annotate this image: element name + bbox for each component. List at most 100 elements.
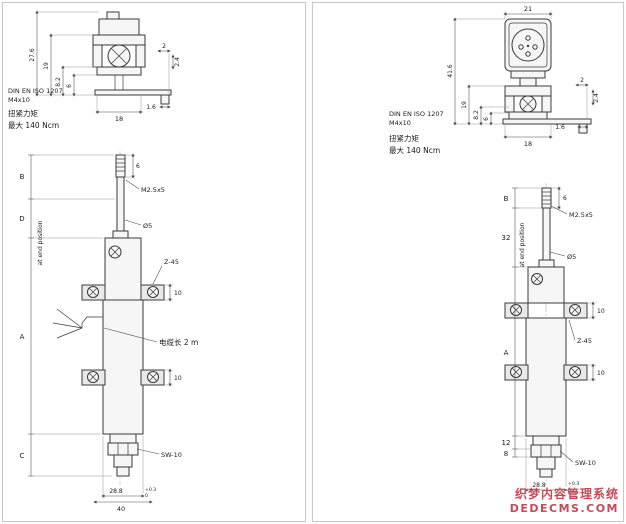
connector-neck xyxy=(519,77,537,87)
dim-2-4: 2.4 xyxy=(174,57,181,67)
tolerance-upper: +0.3 xyxy=(145,487,156,493)
label-thread: M2.5x5 xyxy=(569,211,593,219)
end-tip xyxy=(113,454,133,468)
head-left-plate xyxy=(92,44,103,68)
sensor-tube xyxy=(525,317,567,437)
head-right-plate xyxy=(135,44,146,68)
dim-10-upper: 10 xyxy=(597,308,605,315)
dim-B: B xyxy=(20,173,25,181)
dim-8-2: 8.2 xyxy=(473,110,480,120)
thread-stud xyxy=(115,154,126,178)
sensor-tube xyxy=(102,299,144,435)
head-tab xyxy=(160,94,170,105)
tube-step xyxy=(109,433,137,444)
dim-6-top: 6 xyxy=(66,84,73,88)
left-sensor-dimensions: 6 M2.5x5 Ø5 Z-45 10 电缆长 2 m 10 SW-10 xyxy=(19,153,198,513)
note-torque-cn: 扭紧力矩 xyxy=(389,133,419,143)
left-notes: DIN EN ISO 1207 M4x10 扭紧力矩 最大 140 Ncm xyxy=(8,87,63,130)
watermark-domain: DEDECMS.COM xyxy=(509,501,619,515)
head-lower-plate xyxy=(96,66,142,76)
dim-B: B xyxy=(504,195,509,203)
note-torque-value: 最大 140 Ncm xyxy=(8,120,59,130)
dim-6-stud: 6 xyxy=(563,195,567,202)
tolerance-upper: +0.3 xyxy=(568,481,579,487)
connector-pin xyxy=(525,51,531,57)
label-end-position: at end position xyxy=(37,220,44,265)
rod-collar xyxy=(538,259,555,268)
dim-D: D xyxy=(19,215,24,223)
dim-19: 19 xyxy=(461,101,468,109)
note-din: DIN EN ISO 1207 xyxy=(8,87,63,95)
connector-flange xyxy=(510,70,546,79)
dim-18: 18 xyxy=(115,115,123,123)
cable xyxy=(81,316,103,328)
label-end-position: at end position xyxy=(519,222,526,267)
head-right-plate xyxy=(541,95,552,113)
dim-19: 19 xyxy=(43,62,50,70)
connector-pin xyxy=(532,44,538,50)
hex-nut xyxy=(107,442,139,456)
dim-27-6: 27.6 xyxy=(29,48,36,62)
dim-A: A xyxy=(504,349,509,357)
right-sensor-body xyxy=(504,183,588,485)
head-left-plate xyxy=(504,95,515,113)
head-base-bar xyxy=(502,118,592,125)
dim-6-stud: 6 xyxy=(136,163,140,170)
head-upper-plate xyxy=(504,85,552,97)
dim-40: 40 xyxy=(117,505,125,513)
connector-inner-frame xyxy=(508,22,548,68)
dim-1-6: 1.6 xyxy=(555,124,565,131)
dim-8-2: 8.2 xyxy=(55,77,62,87)
label-rod-diameter: Ø5 xyxy=(567,253,576,261)
label-cable-length: 电缆长 2 m xyxy=(159,337,198,347)
tube-step xyxy=(532,435,560,446)
head-tab xyxy=(578,123,588,134)
hex-nut xyxy=(530,444,562,458)
head-base-bar xyxy=(94,89,172,96)
dim-1-6: 1.6 xyxy=(146,104,156,111)
dim-A: A xyxy=(20,333,25,341)
push-rod xyxy=(542,207,551,261)
sensor-head-body xyxy=(527,266,565,304)
watermark-cn: 织梦内容管理系统 xyxy=(514,487,619,502)
end-tip xyxy=(536,456,556,470)
head-screw xyxy=(106,11,120,20)
dim-21: 21 xyxy=(524,5,532,13)
connector-center-pin xyxy=(526,44,530,48)
dim-10-lower: 10 xyxy=(597,370,605,377)
tolerance-lower: 0 xyxy=(568,487,571,493)
note-screw: M4x10 xyxy=(8,96,30,104)
sensor-head-body xyxy=(104,237,142,301)
right-panel: 21 41.6 19 8.2 6 2 2.4 1.6 xyxy=(312,2,624,522)
dim-6-top: 6 xyxy=(483,117,490,121)
left-panel: 27.6 19 8.2 6 2 2.4 1.6 18 DIN EN ISO 12… xyxy=(2,2,306,522)
head-upper-plate xyxy=(92,34,146,46)
left-drawing: 27.6 19 8.2 6 2 2.4 1.6 18 DIN EN ISO 12… xyxy=(8,10,198,513)
label-sw10: SW-10 xyxy=(161,451,182,459)
left-head-dimensions: 27.6 19 8.2 6 2 2.4 1.6 18 xyxy=(29,10,181,123)
right-head-assembly xyxy=(502,18,592,134)
dim-2: 2 xyxy=(580,77,584,84)
label-z45: Z-45 xyxy=(577,337,592,345)
label-sw10: SW-10 xyxy=(575,459,596,467)
connector-pin xyxy=(518,44,524,50)
label-rod-diameter: Ø5 xyxy=(143,222,152,230)
label-z45: Z-45 xyxy=(164,258,179,266)
right-drawing: 21 41.6 19 8.2 6 2 2.4 1.6 xyxy=(389,5,605,493)
note-torque-value: 最大 140 Ncm xyxy=(389,145,440,155)
right-sensor-dimensions: 6 M2.5x5 Ø5 10 Z-45 10 SW-10 xyxy=(502,186,605,493)
dim-10-lower: 10 xyxy=(174,375,182,382)
rod-collar xyxy=(112,230,129,239)
head-top-block xyxy=(98,18,140,36)
head-lower-plate xyxy=(508,111,548,120)
right-notes: DIN EN ISO 1207 M4x10 扭紧力矩 最大 140 Ncm xyxy=(389,110,444,155)
note-screw: M4x10 xyxy=(389,119,411,127)
dim-C: C xyxy=(20,452,25,460)
push-rod xyxy=(116,176,125,232)
dim-10-upper: 10 xyxy=(174,290,182,297)
end-stub xyxy=(116,466,130,477)
end-stub xyxy=(539,468,553,478)
thread-stud xyxy=(541,187,552,209)
label-thread: M2.5x5 xyxy=(141,186,165,194)
dim-28-8: 28.8 xyxy=(532,482,546,489)
